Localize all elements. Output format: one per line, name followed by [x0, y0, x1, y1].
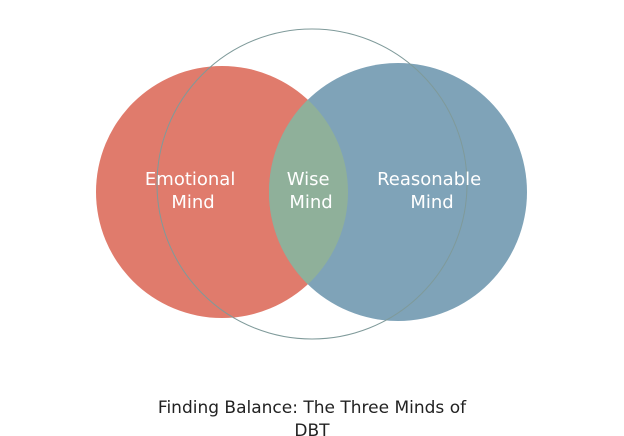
caption-line: DBT [294, 421, 330, 436]
emotional-mind-circle [96, 66, 348, 318]
diagram-caption: Finding Balance: The Three Minds of DBT [112, 397, 512, 436]
reasonable-mind-circle [269, 63, 527, 321]
reasonable-mind-label: Reasonable Mind [377, 169, 487, 213]
wise-mind-outline-circle [156, 28, 468, 340]
caption-line: Finding Balance: The Three Minds of [157, 398, 467, 418]
emotional-mind-label: Emotional Mind [145, 169, 241, 213]
wise-mind-label: Wise Mind [287, 169, 336, 213]
